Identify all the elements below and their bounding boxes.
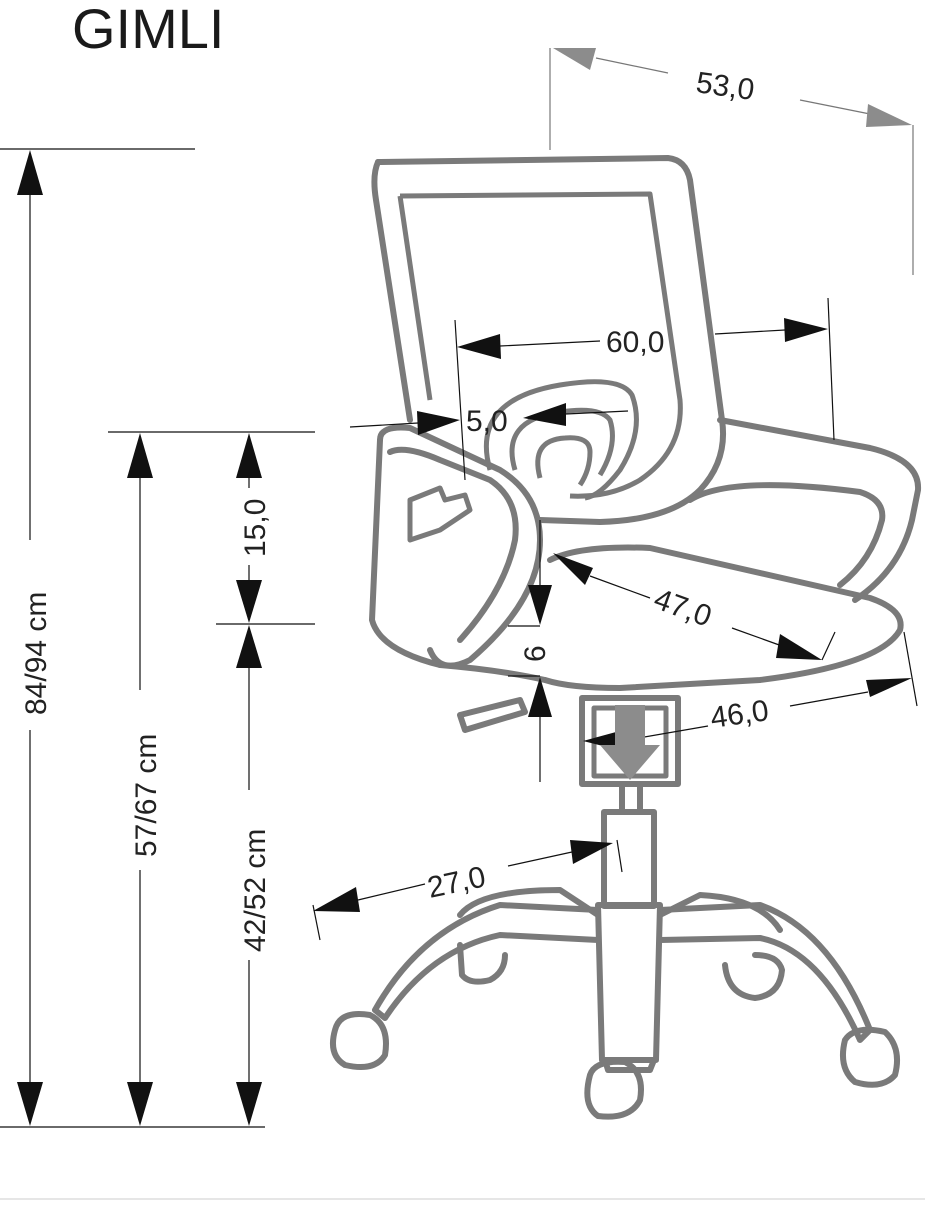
- label-seat-width: 46,0: [708, 694, 770, 735]
- dim-line-depth-left: [595, 57, 669, 74]
- dim-line-base-right: [507, 851, 573, 867]
- lumbar-support-inner: [509, 407, 615, 477]
- ext-line-seat-width: [903, 631, 918, 707]
- armrest-pad: [407, 485, 473, 543]
- armrest-right-inner: [687, 482, 886, 588]
- dim-line-depth-right: [799, 99, 871, 115]
- arrow-seat-height-bottom: [236, 1082, 262, 1126]
- arrow-base-left: [313, 887, 360, 912]
- arrow-seat-depth-top: [553, 553, 593, 585]
- height-lever: [457, 697, 528, 733]
- base-leg-left: [372, 902, 601, 1021]
- arrow-base-right: [570, 840, 613, 864]
- arrow-depth-left: [553, 48, 596, 70]
- backrest-left-edge: [371, 159, 413, 423]
- dim-line-armrest-width-right: [565, 410, 629, 415]
- label-armrest-above-seat: 15,0: [239, 499, 272, 557]
- caster-front-right: [840, 1026, 900, 1088]
- arrow-armrest-seat-bottom: [236, 580, 262, 623]
- arrow-armrest-seat-top: [236, 433, 262, 478]
- label-width: 60,0: [606, 326, 664, 359]
- arrow-seat-height-top: [236, 625, 262, 668]
- seat-cushion: [542, 544, 904, 691]
- caster-back-left: [457, 942, 508, 985]
- dim-line-width-left: [499, 340, 601, 347]
- label-seat-depth: 47,0: [650, 583, 716, 634]
- caster-front: [584, 1058, 644, 1120]
- arrow-total-height-bottom: [17, 1082, 43, 1126]
- base-hub: [595, 902, 663, 1063]
- armrest-left-front: [369, 437, 443, 668]
- ext-line-seat-depth: [821, 631, 836, 661]
- arrow-seat-thickness-bottom: [528, 677, 552, 717]
- backrest-inner-left: [397, 195, 433, 401]
- height-adjust-arrow-icon: [600, 705, 660, 780]
- dim-line-seat-depth-upper: [589, 575, 651, 599]
- arrow-armrest-height-bottom: [127, 1082, 153, 1126]
- arrow-armrest-width-left: [417, 411, 460, 435]
- label-total-height: 84/94 cm: [20, 592, 53, 715]
- backrest-outer: [375, 155, 726, 525]
- arrow-width-right: [784, 318, 828, 342]
- dim-line-base-left: [357, 883, 426, 901]
- arrow-seat-depth-bottom: [776, 634, 822, 660]
- mechanism-box: [579, 695, 681, 787]
- arrow-total-height-top: [17, 150, 43, 195]
- product-title: GIMLI: [72, 0, 224, 60]
- arrow-armrest-height-top: [127, 433, 153, 478]
- ext-line-width-left: [454, 319, 466, 481]
- ext-line-base-right: [616, 839, 623, 873]
- gas-lift-cylinder: [601, 809, 657, 909]
- label-armrest-width: 5,0: [466, 405, 508, 438]
- label-depth: 53,0: [694, 66, 756, 107]
- label-seat-thickness: 6: [519, 645, 552, 662]
- base-leg-back-right: [657, 892, 783, 933]
- arrow-width-left: [457, 334, 501, 359]
- caster-front-left: [330, 1011, 389, 1070]
- seat-bottom: [437, 662, 548, 683]
- base-leg-right: [657, 902, 873, 1043]
- lumbar-support-core: [535, 435, 593, 487]
- label-armrest-height: 57/67 cm: [130, 734, 163, 857]
- caster-back-right: [722, 952, 785, 1001]
- lumbar-support-outer: [483, 379, 639, 501]
- arrow-seat-width-right: [866, 678, 912, 697]
- base-leg-back-left: [457, 887, 601, 918]
- label-seat-height: 42/52 cm: [239, 829, 272, 952]
- gas-lift-neck: [619, 783, 643, 815]
- armrest-left-inner: [387, 446, 519, 643]
- label-base-radius: 27,0: [425, 860, 489, 904]
- dim-line-armrest-width-left: [349, 422, 419, 428]
- armrest-right: [717, 417, 922, 603]
- arrow-armrest-width-right: [523, 403, 566, 426]
- arrow-depth-right: [866, 104, 912, 127]
- dim-line-width-right: [714, 329, 786, 335]
- chair-drawing: [330, 155, 922, 1120]
- arrow-seat-thickness-top: [528, 585, 552, 625]
- dim-line-seat-depth-lower: [731, 627, 783, 647]
- dim-line-seat-width-right: [789, 691, 869, 707]
- ext-line-width-right: [827, 297, 835, 441]
